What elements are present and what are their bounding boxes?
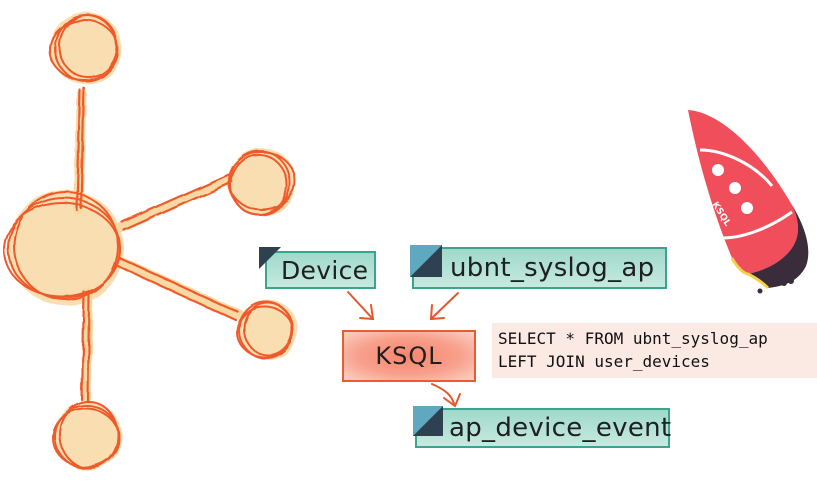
arrow-device-to-ksql <box>347 291 373 319</box>
node-label-ksql: KSQL <box>375 342 443 370</box>
arrow-ksql-to-output <box>431 383 455 405</box>
stream-box-source: ubnt_syslog_ap <box>410 245 667 289</box>
stream-tab-icon <box>410 245 442 277</box>
query-line-2: LEFT JOIN user_devices <box>498 352 710 371</box>
node-label-device: Device <box>281 255 369 285</box>
stream-tab-icon <box>413 406 443 436</box>
arrow-source-to-ksql <box>431 292 459 319</box>
node-label-output: ap_device_event <box>449 413 672 443</box>
network-graph-sketch <box>3 12 298 470</box>
query-line-1: SELECT * FROM ubnt_syslog_ap <box>498 329 768 348</box>
node-label-source: ubnt_syslog_ap <box>450 253 655 283</box>
flow-arrows <box>347 291 461 408</box>
ksql-processor-box: KSQL <box>342 330 476 382</box>
graph-edges <box>75 86 240 404</box>
stream-tab-icon <box>259 247 281 269</box>
rocket-icon: KSQL <box>688 110 809 294</box>
graph-nodes <box>3 14 296 469</box>
stream-box-output: ap_device_event <box>413 406 672 448</box>
ksql-query: SELECT * FROM ubnt_syslog_ap LEFT JOIN u… <box>492 323 817 378</box>
stream-box-device: Device <box>259 247 376 289</box>
